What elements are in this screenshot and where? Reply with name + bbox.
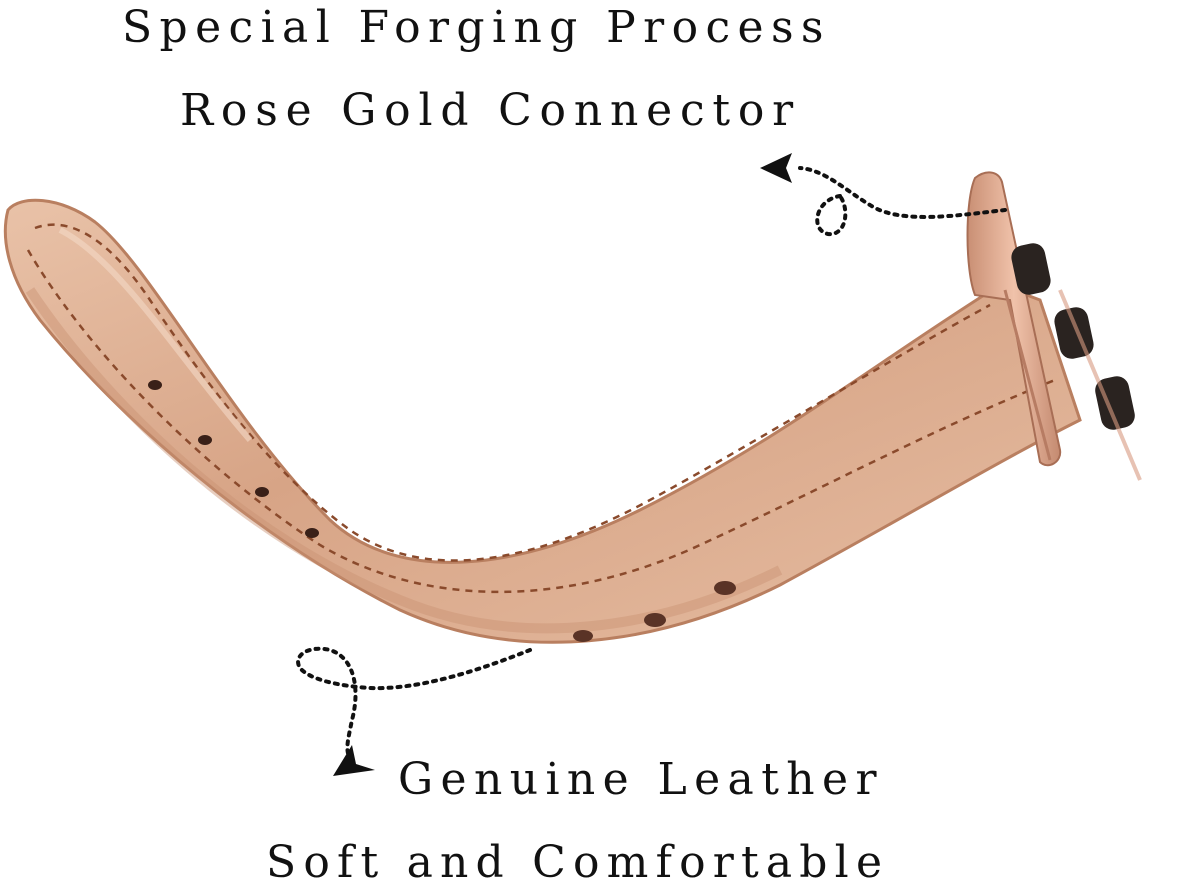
strap-hole — [573, 630, 593, 642]
headline-soft-comfortable: Soft and Comfortable — [266, 837, 890, 888]
strap-hole — [714, 581, 736, 595]
strap-hole — [198, 435, 212, 445]
strap-hole — [305, 528, 319, 538]
headline-rose-gold-connector: Rose Gold Connector — [180, 85, 802, 136]
lug-pin — [1095, 376, 1135, 430]
rose-gold-connector — [966, 171, 1142, 481]
dotted-curved-arrow-icon — [760, 153, 1007, 236]
leather-strap — [3, 198, 1082, 644]
lug-pin — [1011, 243, 1051, 295]
strap-hole — [148, 380, 162, 390]
headline-forging-process: Special Forging Process — [122, 2, 831, 53]
strap-hole — [255, 487, 269, 497]
strap-hole — [644, 613, 666, 627]
headline-genuine-leather: Genuine Leather — [398, 754, 884, 805]
dotted-curved-arrow-icon — [296, 646, 532, 776]
